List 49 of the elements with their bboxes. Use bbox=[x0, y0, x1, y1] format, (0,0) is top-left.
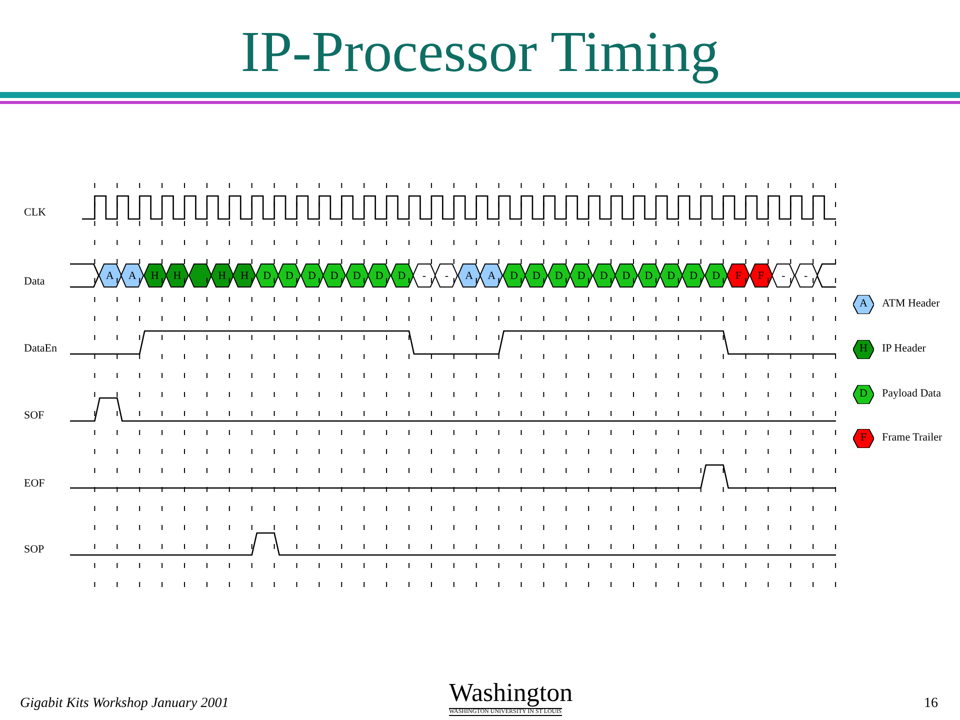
bus-value-label: D bbox=[622, 269, 630, 282]
page-number: 16 bbox=[924, 696, 938, 712]
legend-letter: F bbox=[860, 432, 867, 444]
legend-letter: A bbox=[860, 298, 868, 310]
bus-value-label: D bbox=[712, 269, 720, 282]
legend-label: ATM Header bbox=[882, 298, 940, 310]
bus-value-label: F bbox=[735, 269, 742, 282]
bus-value-label: D bbox=[330, 269, 338, 282]
signal-name: DataEn bbox=[24, 342, 57, 356]
bus-value-label: H bbox=[218, 269, 226, 282]
bus-value-label: D bbox=[644, 269, 653, 282]
bus-value-label: D bbox=[667, 269, 676, 282]
bus-value-label: - bbox=[782, 269, 786, 282]
bus-value-label: - bbox=[444, 269, 448, 282]
signal-name: CLK bbox=[24, 206, 46, 220]
bus-value-label: D bbox=[690, 269, 698, 282]
bus-value-label: D bbox=[577, 269, 586, 282]
signal-name: EOF bbox=[24, 478, 45, 490]
slide-title: IP-Processor Timing bbox=[240, 20, 720, 84]
legend-label: IP Header bbox=[882, 342, 926, 356]
legend-letter: D bbox=[860, 388, 868, 400]
bus-value-label: H bbox=[240, 269, 249, 282]
legend-label: Payload Data bbox=[882, 388, 941, 400]
bus-value-label: D bbox=[510, 269, 518, 282]
bus-value-label: H bbox=[173, 269, 182, 282]
bus-value-label: D bbox=[554, 269, 563, 282]
bus-value-label: - bbox=[804, 269, 808, 282]
bus-value-label: D bbox=[286, 269, 294, 282]
bus-value-label: D bbox=[352, 269, 361, 282]
signal-name: SOF bbox=[24, 410, 44, 422]
bus-value-label: H bbox=[150, 269, 159, 282]
bus-value-label: A bbox=[128, 269, 136, 282]
legend-letter: H bbox=[860, 342, 868, 356]
bus-value-label: D bbox=[398, 269, 406, 282]
legend-label: Frame Trailer bbox=[882, 432, 942, 444]
footer-text: Gigabit Kits Workshop January 2001 bbox=[20, 696, 229, 712]
university-name: Washington bbox=[449, 678, 573, 708]
bus-value-label: F bbox=[758, 269, 764, 282]
bus-value-label: A bbox=[488, 269, 496, 282]
bus-value-label: D bbox=[532, 269, 540, 282]
bus-value-label: D bbox=[263, 269, 272, 282]
bus-value-label: D bbox=[600, 269, 608, 282]
bus-value-label: - bbox=[422, 269, 426, 282]
bus-value-label: A bbox=[465, 269, 474, 282]
signal-name: SOP bbox=[24, 544, 44, 556]
bus-value-label: D bbox=[308, 269, 316, 282]
bus-value-label: A bbox=[106, 269, 114, 282]
bus-value-label: D bbox=[375, 269, 384, 282]
signal-name: Data bbox=[24, 276, 45, 288]
